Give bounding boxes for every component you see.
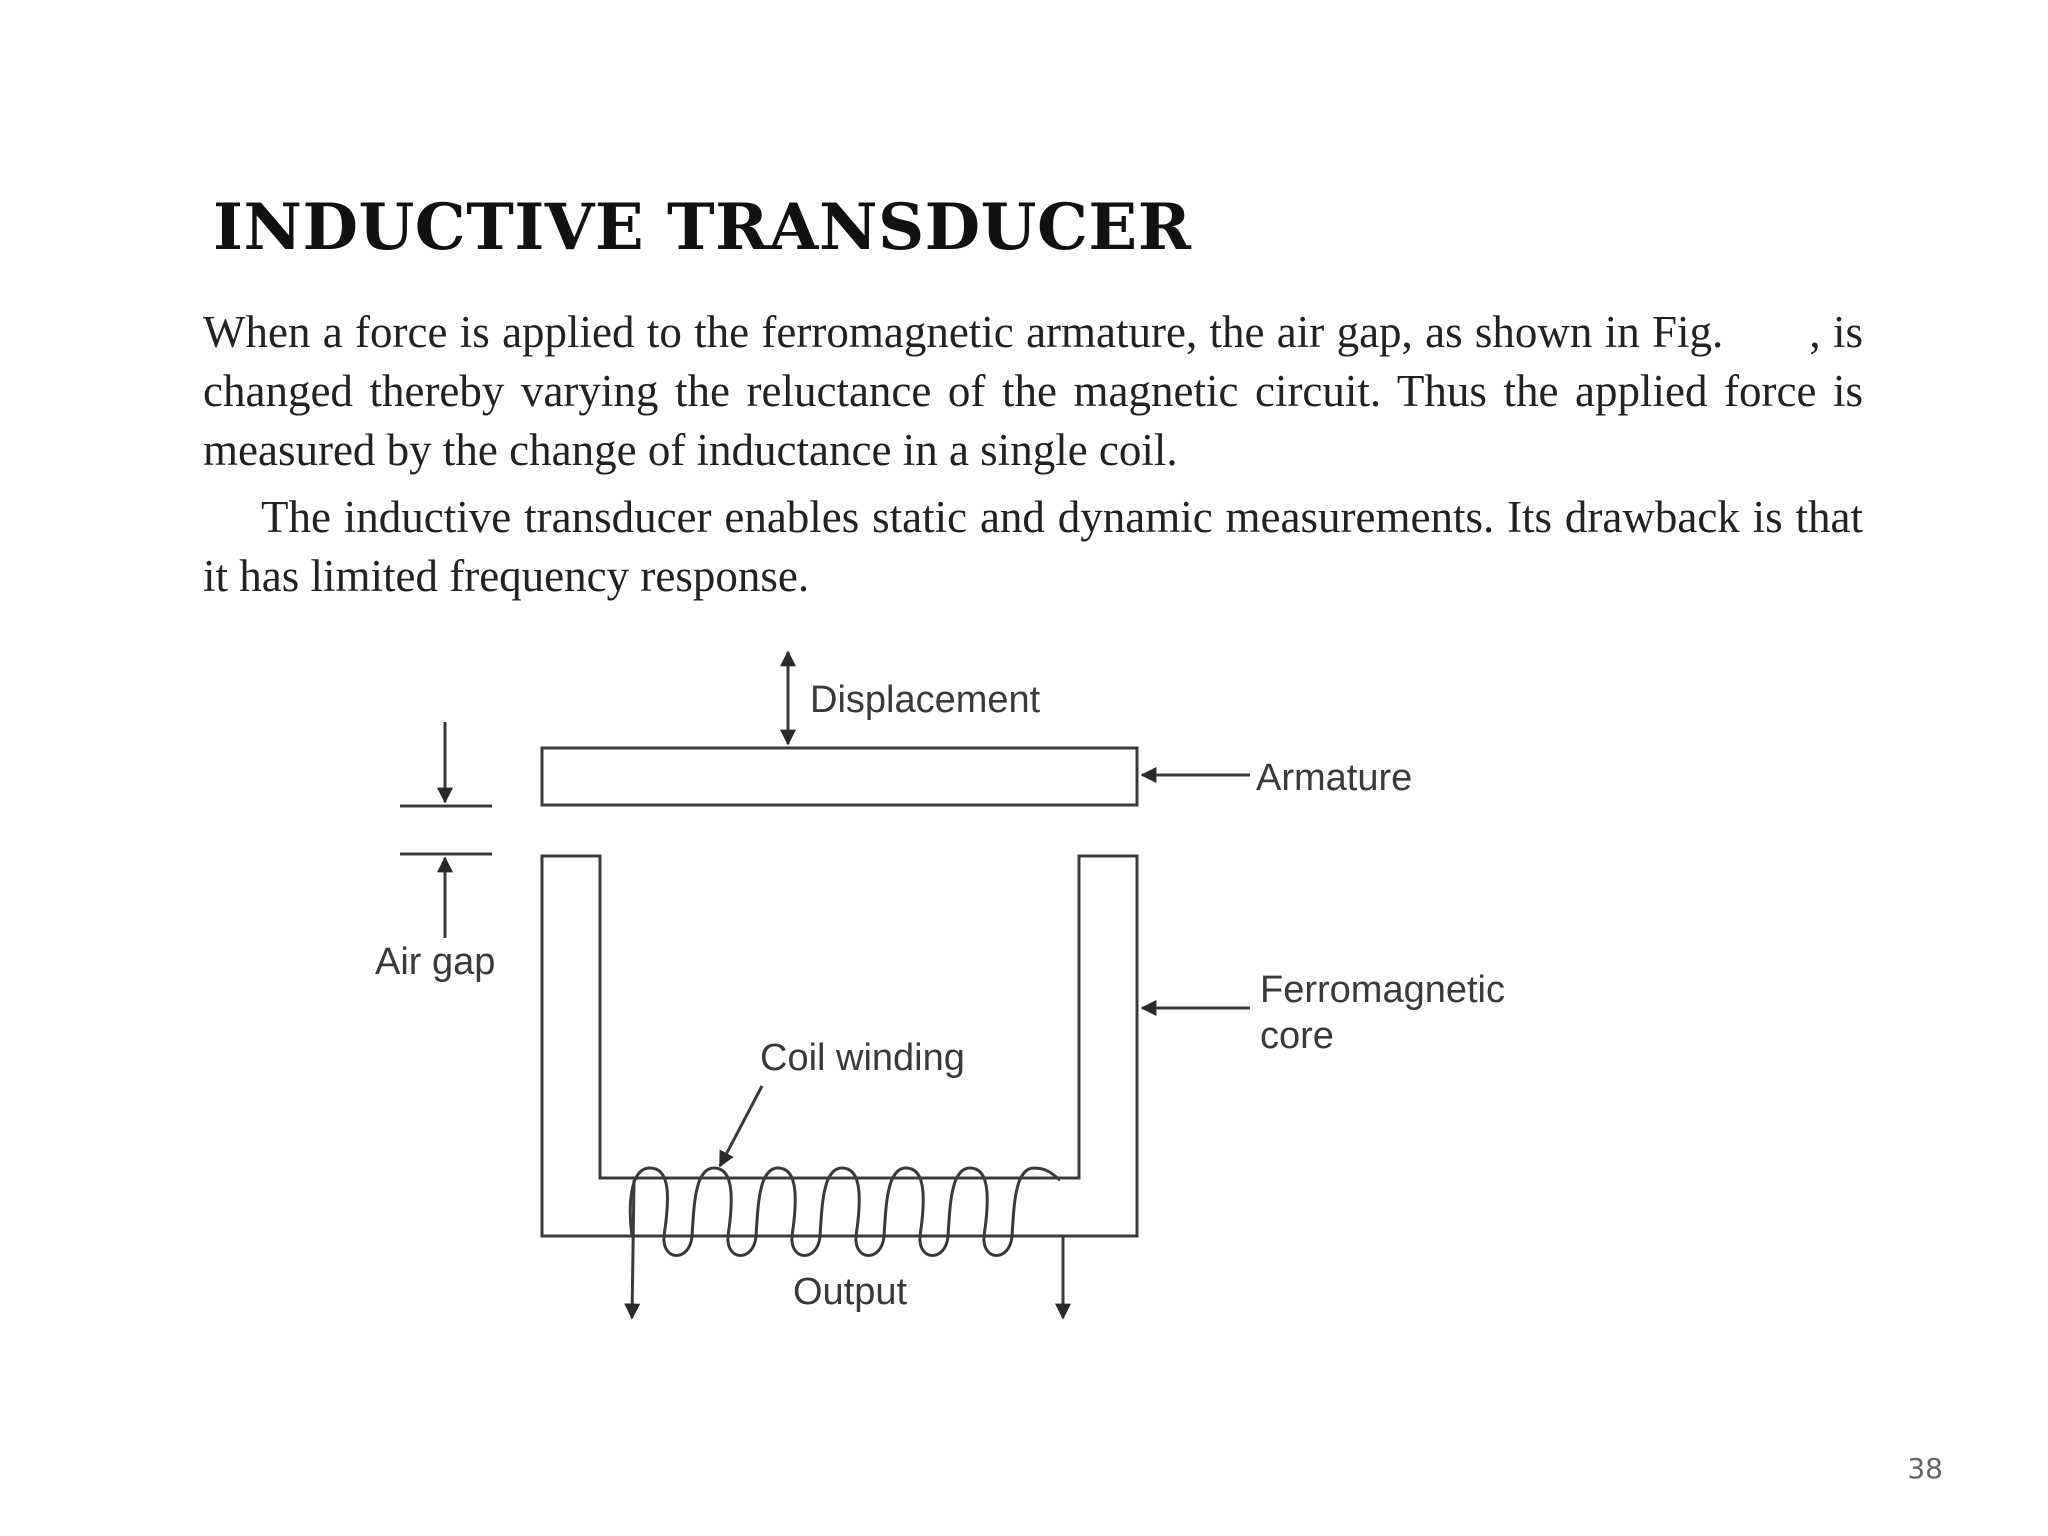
coil-winding: [628, 1166, 1061, 1257]
ferromagnetic-core: [540, 854, 1139, 1238]
core-label-line1: Ferromagnetic: [1260, 969, 1505, 1011]
body-paragraph: When a force is applied to the ferromagn…: [203, 307, 1863, 475]
displacement-label: Displacement: [810, 679, 1041, 721]
armature-label: Armature: [1256, 757, 1412, 799]
output-label: Output: [793, 1271, 908, 1313]
coil-winding-label: Coil winding: [760, 1037, 965, 1079]
body-paragraph: The inductive transducer enables static …: [203, 492, 1863, 601]
air-gap-label: Air gap: [375, 941, 495, 983]
output-lead-left: [624, 1179, 641, 1320]
slide-title: INDUCTIVE TRANSDUCER: [213, 190, 1192, 265]
armature-bar: [540, 746, 1139, 807]
slide-number: 38: [1907, 1452, 1943, 1485]
core-label-line2: core: [1260, 1015, 1334, 1057]
coil-pointer-arrow: [718, 1085, 764, 1168]
